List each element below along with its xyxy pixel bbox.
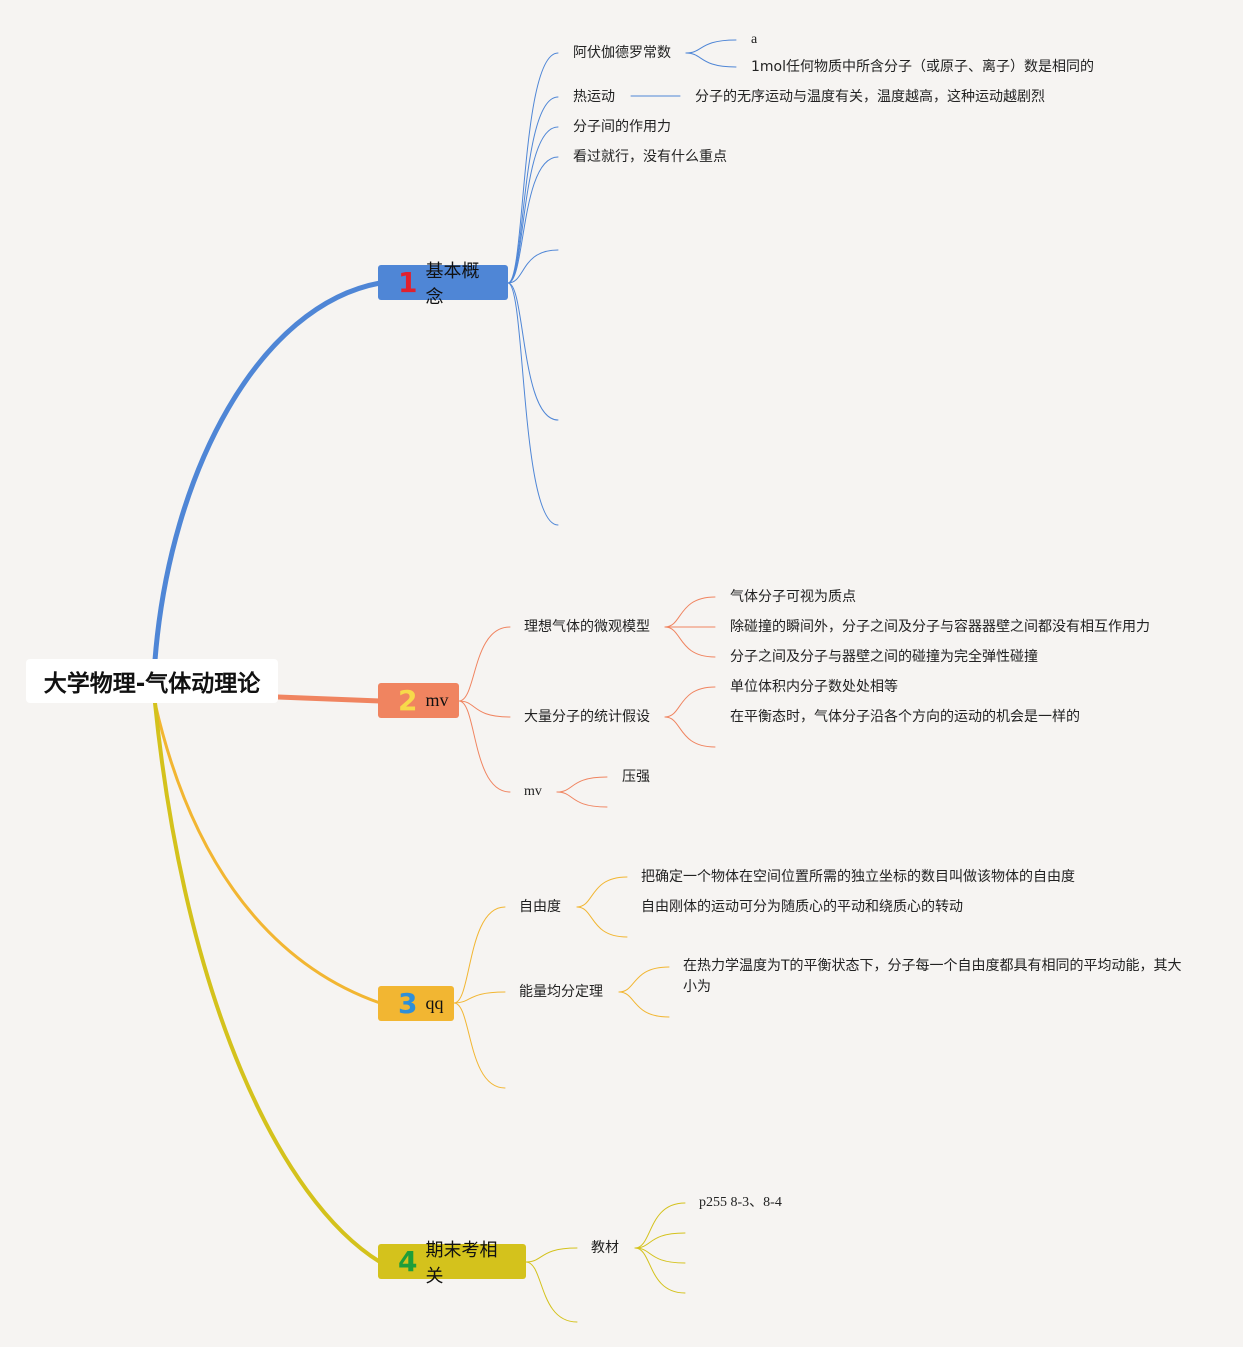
connector-line (507, 282, 559, 421)
topic-intermolecular-force[interactable]: 分子间的作用力 (573, 119, 671, 135)
subtopic[interactable]: 把确定一个物体在空间位置所需的独立坐标的数目叫做该物体的自由度 (641, 869, 1075, 885)
connector-line (152, 280, 383, 663)
number-badge: 3 (398, 987, 418, 1020)
connector-line (507, 96, 559, 284)
number-badge: 2 (398, 684, 418, 717)
branch-label: mv (425, 690, 449, 710)
connector-line (507, 126, 559, 284)
root-title: 大学物理-气体动理论 (43, 671, 261, 697)
subtopic[interactable]: 分子的无序运动与温度有关，温度越高，这种运动越剧烈 (695, 89, 1045, 105)
branch-label: 基本概念 (425, 260, 480, 308)
connector-line (507, 156, 559, 284)
connector-line (634, 1247, 686, 1264)
connector-line (507, 52, 559, 284)
subtopic[interactable]: 1mol任何物质中所含分子（或原子、离子）数是相同的 (751, 59, 1094, 75)
connector-line (525, 1247, 578, 1263)
topic-avogadro[interactable]: 阿伏伽德罗常数 (573, 45, 671, 61)
subtopic[interactable]: 分子之间及分子与器壁之间的碰撞为完全弹性碰撞 (730, 649, 1038, 665)
topic-note[interactable]: 看过就行，没有什么重点 (573, 149, 727, 165)
branch-label: qq (425, 993, 444, 1013)
topic-degrees-of-freedom[interactable]: 自由度 (519, 899, 561, 915)
subtopic[interactable]: 压强 (622, 769, 650, 785)
topic-equipartition[interactable]: 能量均分定理 (519, 984, 603, 1000)
connector-line (507, 249, 559, 284)
topic-statistical-assumption[interactable]: 大量分子的统计假设 (524, 709, 650, 725)
connector-line (153, 701, 382, 1005)
connector-line (576, 906, 628, 938)
subtopic[interactable]: p255 8-3、8-4 (699, 1195, 782, 1210)
connector-line (664, 716, 716, 748)
connector-line (458, 700, 511, 793)
connector-line (618, 966, 670, 993)
branch-node-1[interactable]: 1 基本概念 (378, 261, 508, 308)
topic-ideal-gas-model[interactable]: 理想气体的微观模型 (524, 619, 650, 635)
connector-line (664, 626, 716, 658)
topic-textbook[interactable]: 教材 (591, 1240, 619, 1256)
connector-line (664, 686, 716, 718)
connector-line (458, 700, 511, 718)
connector-line (664, 596, 716, 628)
connector-line (634, 1232, 686, 1249)
connector-line (634, 1247, 686, 1294)
connector-line (458, 626, 511, 702)
subtopic[interactable]: 气体分子可视为质点 (730, 589, 856, 605)
connector-line (275, 694, 383, 704)
connector-line (634, 1202, 686, 1249)
root-node[interactable]: 大学物理-气体动理论 (26, 659, 278, 703)
subtopic[interactable]: 单位体积内分子数处处相等 (730, 679, 898, 695)
subtopic[interactable]: a (751, 32, 758, 47)
number-badge: 1 (398, 266, 418, 299)
topic-mv[interactable]: mv (524, 784, 542, 799)
number-badge: 4 (398, 1245, 418, 1278)
branch-node-4[interactable]: 4 期末考相关 (378, 1240, 526, 1287)
connector-line (453, 906, 506, 1004)
subtopic[interactable]: 自由刚体的运动可分为随质心的平动和绕质心的转动 (641, 899, 963, 915)
connector-line (507, 282, 559, 526)
branch-label: 期末考相关 (425, 1239, 498, 1287)
connector-line (576, 876, 628, 908)
connector-line (618, 991, 670, 1018)
connector-line (556, 776, 608, 793)
connector-line (453, 1002, 506, 1089)
connector-line (453, 991, 506, 1004)
branch-node-3[interactable]: 3 qq (378, 986, 454, 1021)
connector-line (685, 39, 737, 54)
connector-line (556, 791, 608, 808)
subtopic[interactable]: 除碰撞的瞬间外，分子之间及分子与容器器壁之间都没有相互作用力 (730, 619, 1150, 635)
connector-line (685, 52, 737, 68)
subtopic[interactable]: 在热力学温度为T的平衡状态下，分子每一个自由度都具有相同的平均动能，其大小为 (683, 958, 1182, 995)
topic-thermal-motion[interactable]: 热运动 (573, 89, 615, 105)
connector-line (153, 701, 382, 1264)
subtopic[interactable]: 在平衡态时，气体分子沿各个方向的运动的机会是一样的 (730, 709, 1080, 725)
connector-line (525, 1261, 578, 1323)
branch-node-2[interactable]: 2 mv (378, 683, 459, 718)
